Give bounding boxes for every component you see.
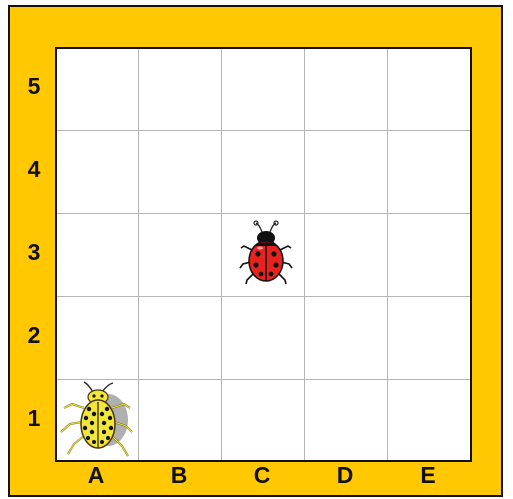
row-label-5: 5: [20, 73, 48, 100]
grid-line-horizontal: [57, 130, 470, 131]
grid-line-vertical: [221, 49, 222, 460]
row-label-3: 3: [20, 239, 48, 266]
column-label-e: E: [408, 462, 448, 489]
column-label-b: B: [159, 462, 199, 489]
column-label-a: A: [76, 462, 116, 489]
spotted-beetle-icon[interactable]: [58, 380, 140, 460]
ladybug-icon[interactable]: [237, 218, 297, 288]
grid-line-horizontal: [57, 296, 470, 297]
grid-line-vertical: [387, 49, 388, 460]
row-label-2: 2: [20, 322, 48, 349]
column-label-d: D: [325, 462, 365, 489]
column-label-c: C: [242, 462, 282, 489]
row-label-1: 1: [20, 405, 48, 432]
row-label-4: 4: [20, 156, 48, 183]
grid-line-vertical: [304, 49, 305, 460]
grid-line-horizontal: [57, 213, 470, 214]
